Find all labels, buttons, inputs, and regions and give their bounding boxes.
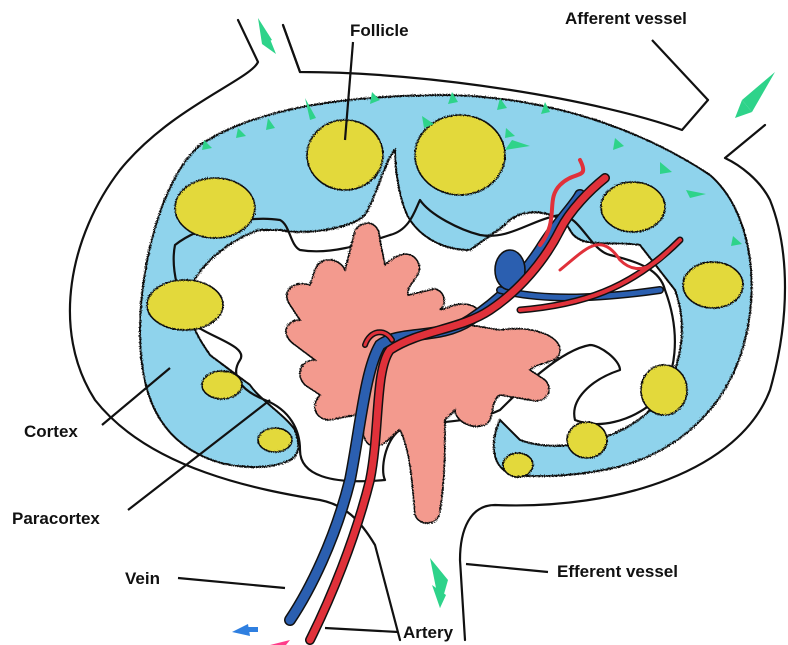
vein-label: Vein (125, 569, 160, 588)
afferent-vessel-wall (283, 25, 300, 72)
follicle (641, 365, 687, 415)
afferent-vessel-label: Afferent vessel (565, 9, 687, 28)
follicle-label: Follicle (350, 21, 409, 40)
follicle (567, 422, 607, 458)
efferent-vessel-label: Efferent vessel (557, 562, 678, 581)
follicle (175, 178, 255, 238)
follicle (415, 115, 505, 195)
follicle (258, 428, 292, 452)
paracortex-label: Paracortex (12, 509, 100, 528)
cortex-label: Cortex (24, 422, 78, 441)
artery-label: Artery (403, 623, 454, 642)
artery-flow-arrow (270, 640, 290, 645)
follicle (503, 453, 533, 477)
vein-flow-arrow-tail (246, 627, 258, 632)
follicle (683, 262, 743, 308)
follicle (202, 371, 242, 399)
follicle (601, 182, 665, 232)
follicle (147, 280, 223, 330)
